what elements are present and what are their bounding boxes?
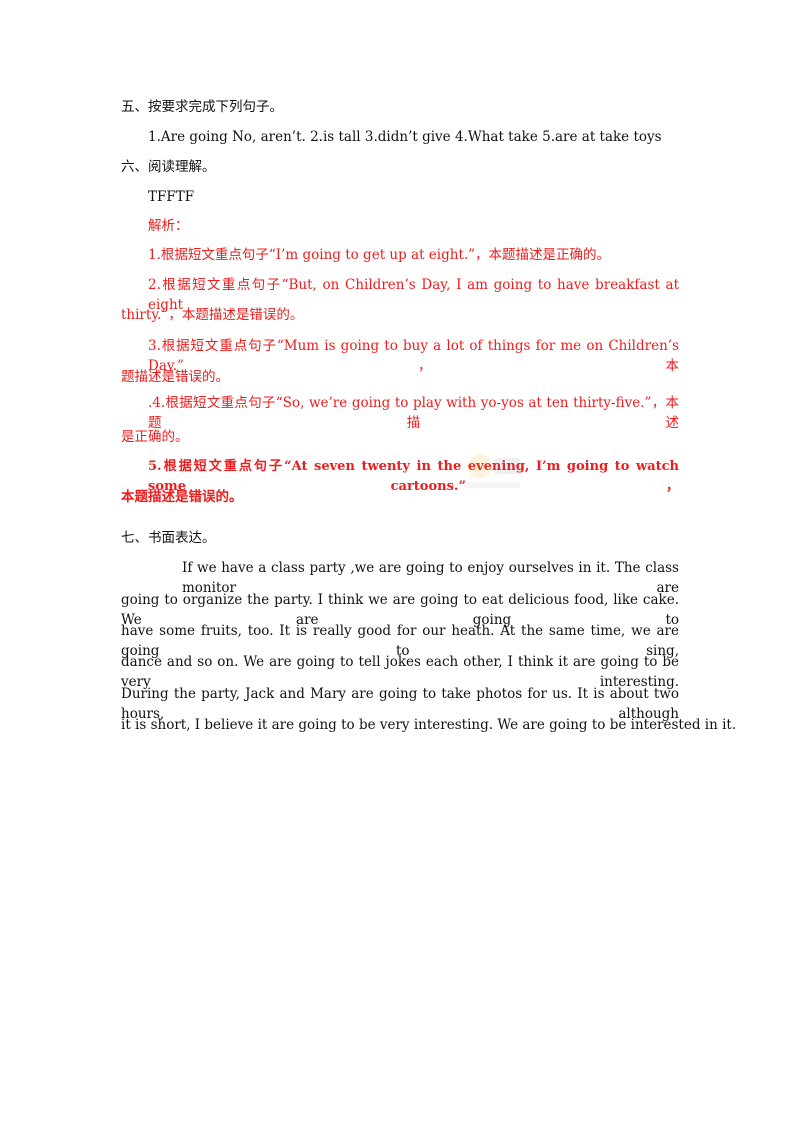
analysis-item-3-line2: 题描述是错误的。: [121, 369, 229, 385]
section5-heading: 五、按要求完成下列句子。: [121, 99, 283, 115]
essay-line-2: going to organize the party. I think we …: [121, 592, 679, 628]
analysis-item-2-line1: 2.根据短文重点句子“But, on Children’s Day, I am …: [148, 277, 679, 313]
analysis-item-4-line2: 是正确的。: [121, 429, 189, 445]
analysis-item-4-line1: .4.根据短文重点句子“So, we’re going to play with…: [148, 395, 679, 431]
essay-line-3: have some fruits, too. It is really good…: [121, 623, 679, 659]
analysis-item-5-line1: 5.根据短文重点句子“At seven twenty in the evenin…: [148, 459, 679, 494]
analysis-item-5-line2: 本题描述是错误的。: [121, 489, 243, 505]
section7-heading: 七、书面表达。: [121, 530, 216, 546]
analysis-item-1: 1.根据短文重点句子“I’m going to get up at eight.…: [148, 247, 611, 263]
analysis-item-3-line1: 3.根据短文重点句子“Mum is going to buy a lot of …: [148, 338, 679, 374]
section6-heading: 六、阅读理解。: [121, 159, 216, 175]
essay-line-5: During the party, Jack and Mary are goin…: [121, 686, 679, 722]
analysis-item-2-line2: thirty.”，本题描述是错误的。: [121, 307, 304, 323]
essay-line-1: If we have a class party ,we are going t…: [182, 560, 679, 596]
answer-key: TFFTF: [148, 189, 195, 205]
watermark-logo: [464, 454, 520, 488]
section5-answers: 1.Are going No, aren’t. 2.is tall 3.didn…: [148, 129, 662, 145]
essay-line-4: dance and so on. We are going to tell jo…: [121, 654, 679, 690]
analysis-label: 解析：: [148, 218, 189, 234]
essay-line-6: it is short, I believe it are going to b…: [121, 717, 737, 733]
